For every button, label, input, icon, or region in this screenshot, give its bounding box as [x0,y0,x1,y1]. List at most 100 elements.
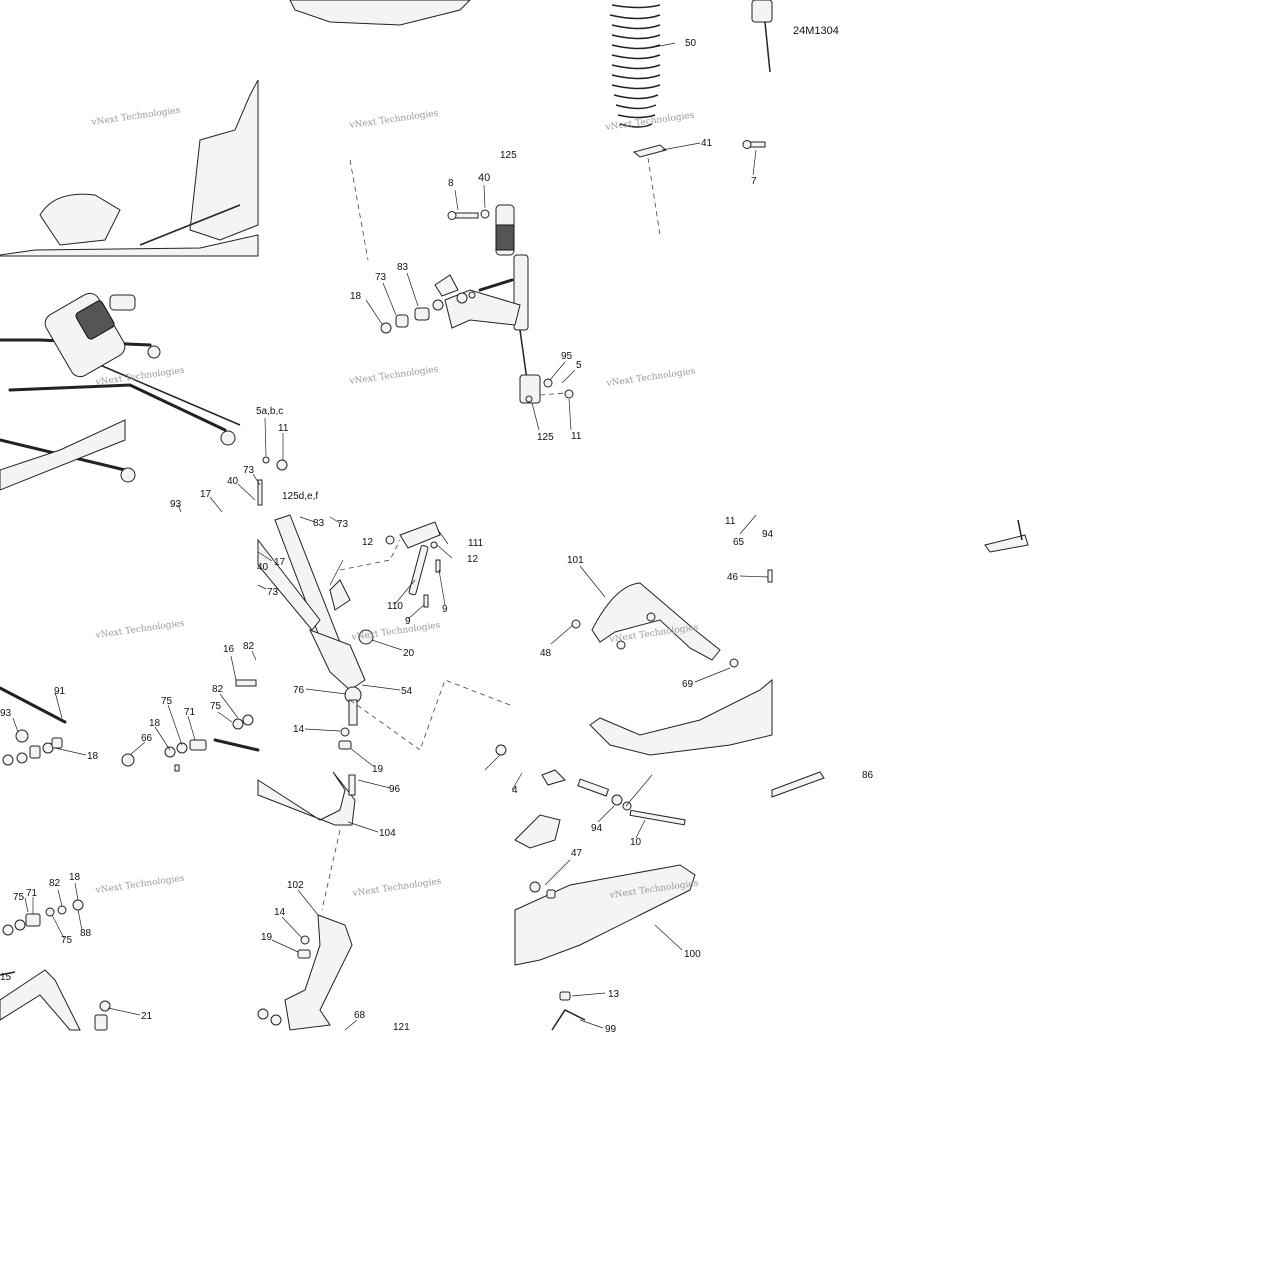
tile-shock-assembly [349,159,574,404]
washer-11 [564,389,574,399]
callout: 5a,b,c [256,406,283,417]
callout: 5 [576,360,582,371]
callout: 16 [223,644,235,655]
callout: 125d,e,f [282,491,318,502]
callout: 66 [141,733,153,744]
callout: 18 [149,718,161,729]
callout: 18 [350,291,362,302]
callout: 7 [751,176,757,187]
watermark: vNext Technologies [90,106,181,129]
callout: 14 [293,724,305,735]
callout: 8 [448,178,454,189]
callout: 68 [354,1010,366,1021]
callout: 94 [591,823,603,834]
callout: 86 [862,770,874,781]
callout: 82 [212,684,224,695]
ski-loop-101 [591,582,721,661]
callout: 125 [537,432,554,443]
runner-86 [771,771,825,798]
callout: 75 [210,701,222,712]
nut-18 [380,322,392,334]
tile-lower-arm [0,899,111,1031]
callout: 14 [274,907,286,918]
bushing-66 [121,753,135,767]
callout: 19 [372,764,384,775]
bushing-73 [395,314,409,328]
rod-91 [0,686,67,724]
callout: 46 [727,572,739,583]
link-110 [408,545,429,596]
callout: 75 [161,696,173,707]
callout: 96 [389,784,401,795]
ski-100 [514,864,696,966]
callout: 75 [13,892,25,903]
callout: 41 [701,138,713,149]
watermark: vNext Technologies [94,619,185,642]
ski-fragment-right [984,534,1029,553]
callout: 17 [274,557,286,568]
tile-arm-hardware [0,679,260,772]
callout: 76 [293,685,305,696]
bolt-16 [235,679,257,687]
tile-front-suspension-overview [0,79,259,257]
bolt-10 [629,809,686,826]
callout: 88 [80,928,92,939]
watermarks: vNext Technologies vNext Technologies vN… [90,106,699,902]
tile-a-arm-assembly [0,292,288,506]
reference-code: 24M1304 [793,25,839,37]
callout: 15 [0,972,12,983]
ring-20 [358,629,374,645]
callout: 71 [184,707,196,718]
callout: 73 [337,519,349,530]
tile-ski-bumper [571,569,773,756]
callout: 69 [682,679,694,690]
callout: 93 [170,499,182,510]
callout: 48 [540,648,552,659]
tile-ski-lower [484,754,696,1031]
watermark: vNext Technologies [350,621,441,644]
washer-14 [340,727,350,737]
callout: 95 [561,351,573,362]
callout: 11 [571,431,582,442]
washer-93 [15,729,29,743]
spring-50 [609,4,661,128]
callout: 19 [261,932,273,943]
ski-69 [589,678,773,756]
callout: 13 [608,989,620,1000]
callout: 121 [393,1022,410,1033]
callout: 82 [243,641,255,652]
callout-labels: 125 8 40 50 41 7 73 83 18 95 5 11 125 5a… [0,38,874,1035]
callout: 71 [26,888,38,899]
callout: 100 [684,949,701,960]
callout: 20 [403,648,415,659]
bracket-111 [399,521,441,549]
callout: 40 [478,172,490,184]
callout: 12 [467,554,479,565]
watermark: vNext Technologies [348,109,439,132]
nut-95 [543,378,553,388]
washer-40 [480,209,490,219]
callout: 91 [54,686,66,697]
callout: 50 [685,38,697,49]
callout: 93 [0,708,12,719]
callout: 40 [257,562,269,573]
callout: 54 [401,686,413,697]
callout: 4 [512,785,518,796]
callout: 10 [630,837,642,848]
callout: 83 [397,262,409,273]
spindle-102 [284,914,353,1031]
callout: 21 [141,1011,153,1022]
callout: 73 [267,587,279,598]
tile-spring [609,0,773,236]
callout: 125 [500,150,517,161]
callout: 94 [762,529,774,540]
callout: 82 [49,878,61,889]
ski-fragment-top [289,0,471,26]
spacer-83 [414,307,430,321]
leader-lines [12,42,769,1031]
callout: 18 [87,751,99,762]
callout: 75 [61,935,73,946]
callout: 12 [362,537,374,548]
callout: 47 [571,848,583,859]
